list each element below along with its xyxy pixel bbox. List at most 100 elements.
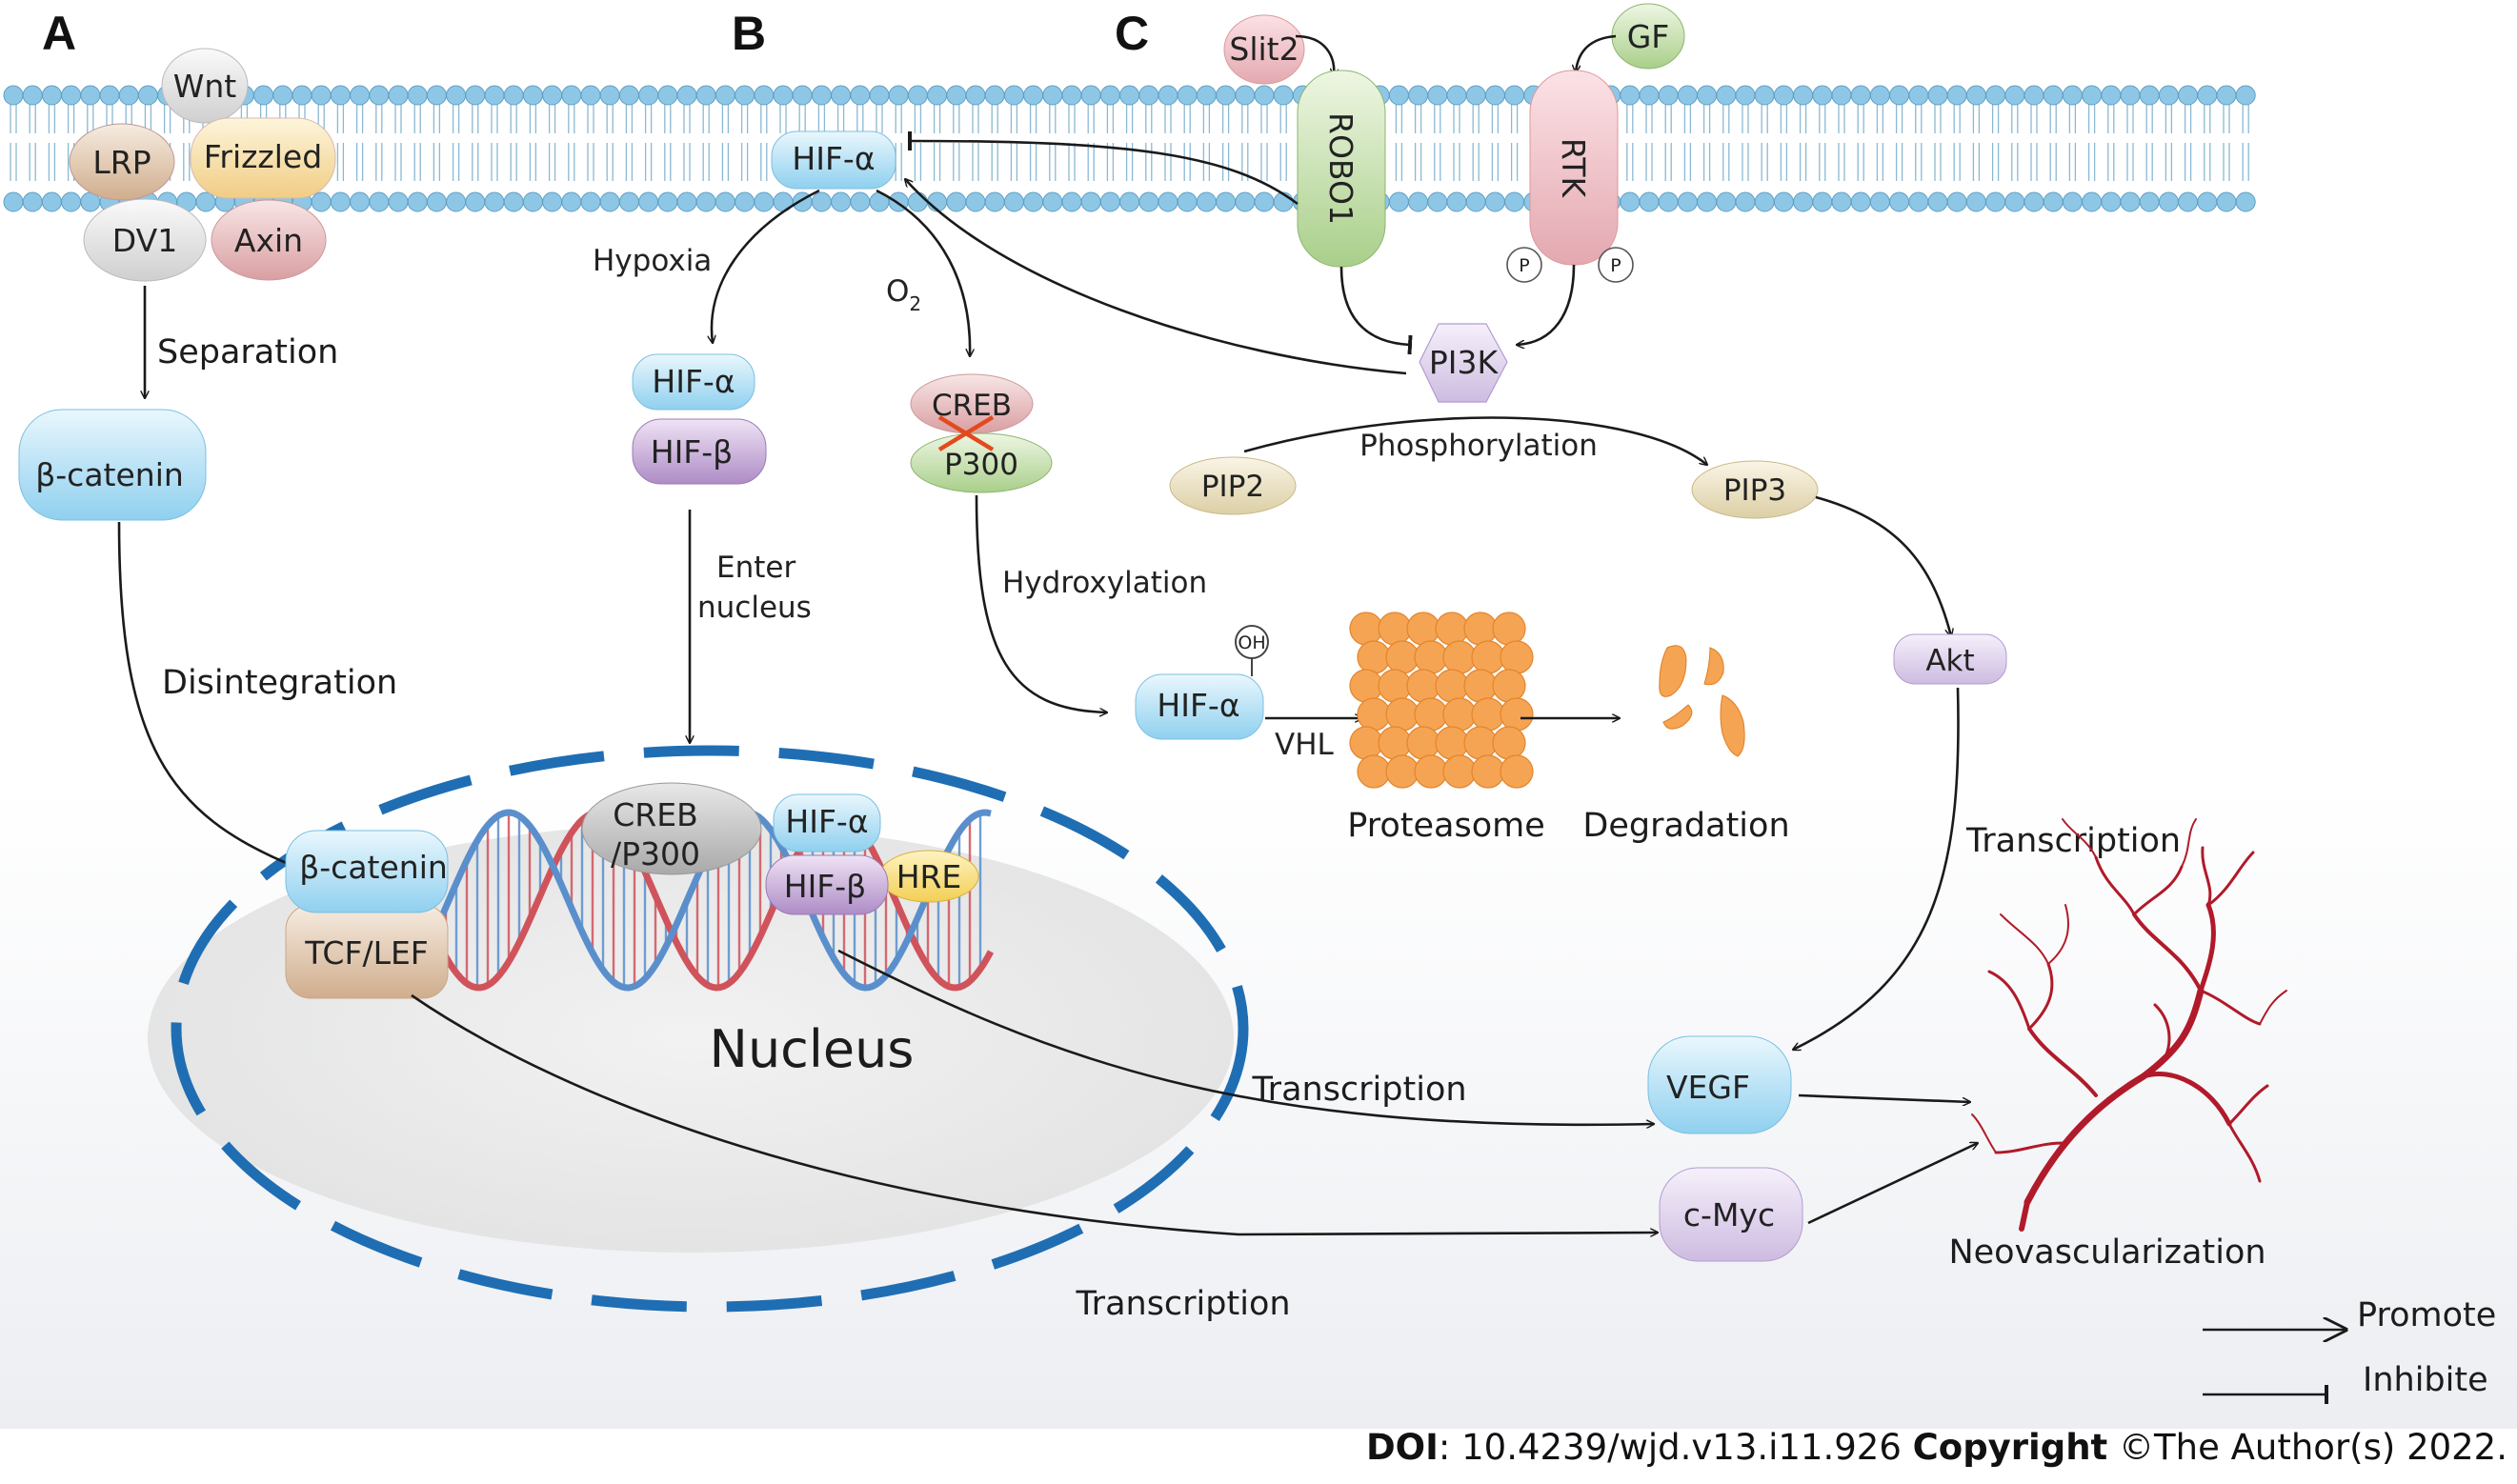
legend-inhibit-label: Inhibite [2363, 1361, 2488, 1399]
vegf-to-neovascularization-arrow [1798, 1093, 1970, 1102]
rtk-label: RTK [1555, 138, 1592, 199]
nucleus-envelope [171, 745, 1249, 1313]
citation-footer: DOI: 10.4239/wjd.v13.i11.926 Copyright ©… [1366, 1427, 2507, 1468]
phosphate-right-icon [1598, 247, 1634, 283]
neovascularization-label: Neovascularization [1948, 1233, 2265, 1272]
creb-p300-line1: CREB [613, 796, 697, 833]
legend: Promote Inhibite [2203, 1296, 2496, 1404]
beta-catenin-node [18, 409, 207, 521]
slit2-node [1223, 14, 1305, 85]
robo1-label: ROBO1 [1322, 112, 1359, 225]
pi3k-label: PI3K [1429, 344, 1500, 381]
disintegration-arrow [117, 521, 295, 867]
hif-to-vegf-arrow [837, 949, 1654, 1125]
tcf-to-cmyc-arrow [411, 993, 1658, 1234]
vhl-label: VHL [1275, 728, 1335, 762]
cmyc-label: c-Myc [1683, 1196, 1775, 1233]
oh-label: OH [1238, 632, 1265, 653]
panel-label-a: A [42, 7, 76, 60]
hre-label: HRE [896, 858, 962, 895]
oxygen-label: O2 [886, 274, 921, 315]
transcription-akt-label: Transcription [1965, 822, 2181, 860]
axin-node [211, 199, 327, 281]
robo1-inhibits-pi3k-line [1339, 266, 1413, 355]
vegf-node [1647, 1035, 1792, 1134]
hif-alpha-nuclear-label: HIF-α [785, 803, 868, 840]
legend-promote-label: Promote [2357, 1296, 2496, 1334]
akt-label: Akt [1925, 644, 1974, 678]
cell-membrane [3, 85, 2256, 212]
blood-vessel-icon [1971, 818, 2287, 1232]
phosphate-left-label: P [1519, 255, 1529, 276]
frizzled-label: Frizzled [204, 138, 322, 175]
gf-label: GF [1627, 18, 1670, 55]
p300-node [910, 432, 1053, 493]
cmyc-node [1659, 1167, 1803, 1262]
creb-p300-nuclear-node [581, 782, 762, 875]
pip2-label: PIP2 [1201, 470, 1264, 504]
hydroxylation-label: Hydroxylation [1002, 566, 1207, 600]
hif-beta-nuclear-node [765, 854, 889, 915]
phosphorylation-label: Phosphorylation [1359, 429, 1598, 463]
transcription-vegf-label: Transcription [1251, 1071, 1466, 1109]
robo1-inhibits-hif-line [907, 130, 1299, 206]
akt-node [1893, 633, 2007, 685]
pi3k-to-hif-arrow [905, 179, 1407, 375]
transcription-myc-label: Transcription [1075, 1285, 1290, 1323]
degraded-fragments-icon [1659, 645, 1745, 757]
rtk-activates-pi3k-arrow [1517, 264, 1576, 345]
oxygen-arrow [876, 189, 970, 356]
creb-label: CREB [932, 389, 1012, 423]
hif-alpha-hypoxia-node [632, 353, 755, 411]
slit2-label: Slit2 [1229, 30, 1299, 68]
oh-group [1235, 625, 1269, 659]
dv1-node [83, 198, 207, 282]
cmyc-to-neovascularization-arrow [1807, 1143, 1978, 1225]
phosphorylation-arrow [1243, 416, 1707, 465]
degradation-label: Degradation [1582, 807, 1789, 845]
akt-to-vegf-arrow [1793, 687, 1960, 1050]
wnt-label: Wnt [173, 68, 237, 105]
hif-beta-hypoxia-node [632, 418, 767, 485]
hif-alpha-membrane-label: HIF-α [792, 140, 875, 177]
hif-alpha-nuclear-node [773, 793, 881, 852]
panel-label-b: B [732, 7, 766, 60]
hif-beta-nuclear-label: HIF-β [784, 868, 867, 905]
doi-label: DOI [1366, 1427, 1439, 1468]
copyright-label: Copyright [1913, 1427, 2108, 1468]
beta-catenin-nuclear-label: β-catenin [299, 849, 448, 886]
lrp-node [69, 123, 175, 201]
hif-alpha-oh-node [1135, 673, 1264, 740]
lrp-label: LRP [92, 144, 151, 181]
hif-alpha-membrane-node [771, 130, 896, 190]
gf-binding-arrow [1576, 34, 1617, 72]
wnt-node [161, 48, 249, 124]
hypoxia-arrow [712, 189, 820, 343]
pip3-to-akt-arrow [1815, 495, 1951, 636]
phosphate-right-label: P [1610, 255, 1621, 276]
dna-helix [415, 809, 995, 992]
separation-label: Separation [157, 333, 338, 371]
creb-p300-line2: /P300 [611, 835, 700, 872]
wnt-complex: Wnt LRP Frizzled DV1 Axin [69, 48, 336, 282]
phosphate-left-icon [1506, 247, 1542, 283]
proteasome-icon [1349, 612, 1534, 789]
pip2-node [1169, 456, 1297, 515]
pip3-label: PIP3 [1723, 473, 1786, 508]
dv1-label: DV1 [112, 222, 177, 259]
tcf-lef-label: TCF/LEF [304, 934, 429, 972]
axin-label: Axin [234, 222, 303, 259]
beta-catenin-label: β-catenin [35, 456, 184, 493]
hydroxylation-arrow [975, 494, 1107, 712]
beta-catenin-nuclear-node [285, 830, 449, 913]
frizzled-node [190, 117, 336, 199]
enter-nucleus-label-line1: Enter [716, 551, 795, 585]
hif-beta-hypoxia-label: HIF-β [651, 433, 734, 471]
copyright-value: ©The Author(s) 2022. [2107, 1427, 2507, 1468]
doi-value: : 10.4239/wjd.v13.i11.926 [1439, 1427, 1913, 1468]
hif-alpha-oh-label: HIF-α [1157, 687, 1239, 724]
pi3k-node [1419, 323, 1508, 403]
disintegration-label: Disintegration [162, 664, 397, 702]
hif-alpha-hypoxia-label: HIF-α [652, 363, 735, 400]
